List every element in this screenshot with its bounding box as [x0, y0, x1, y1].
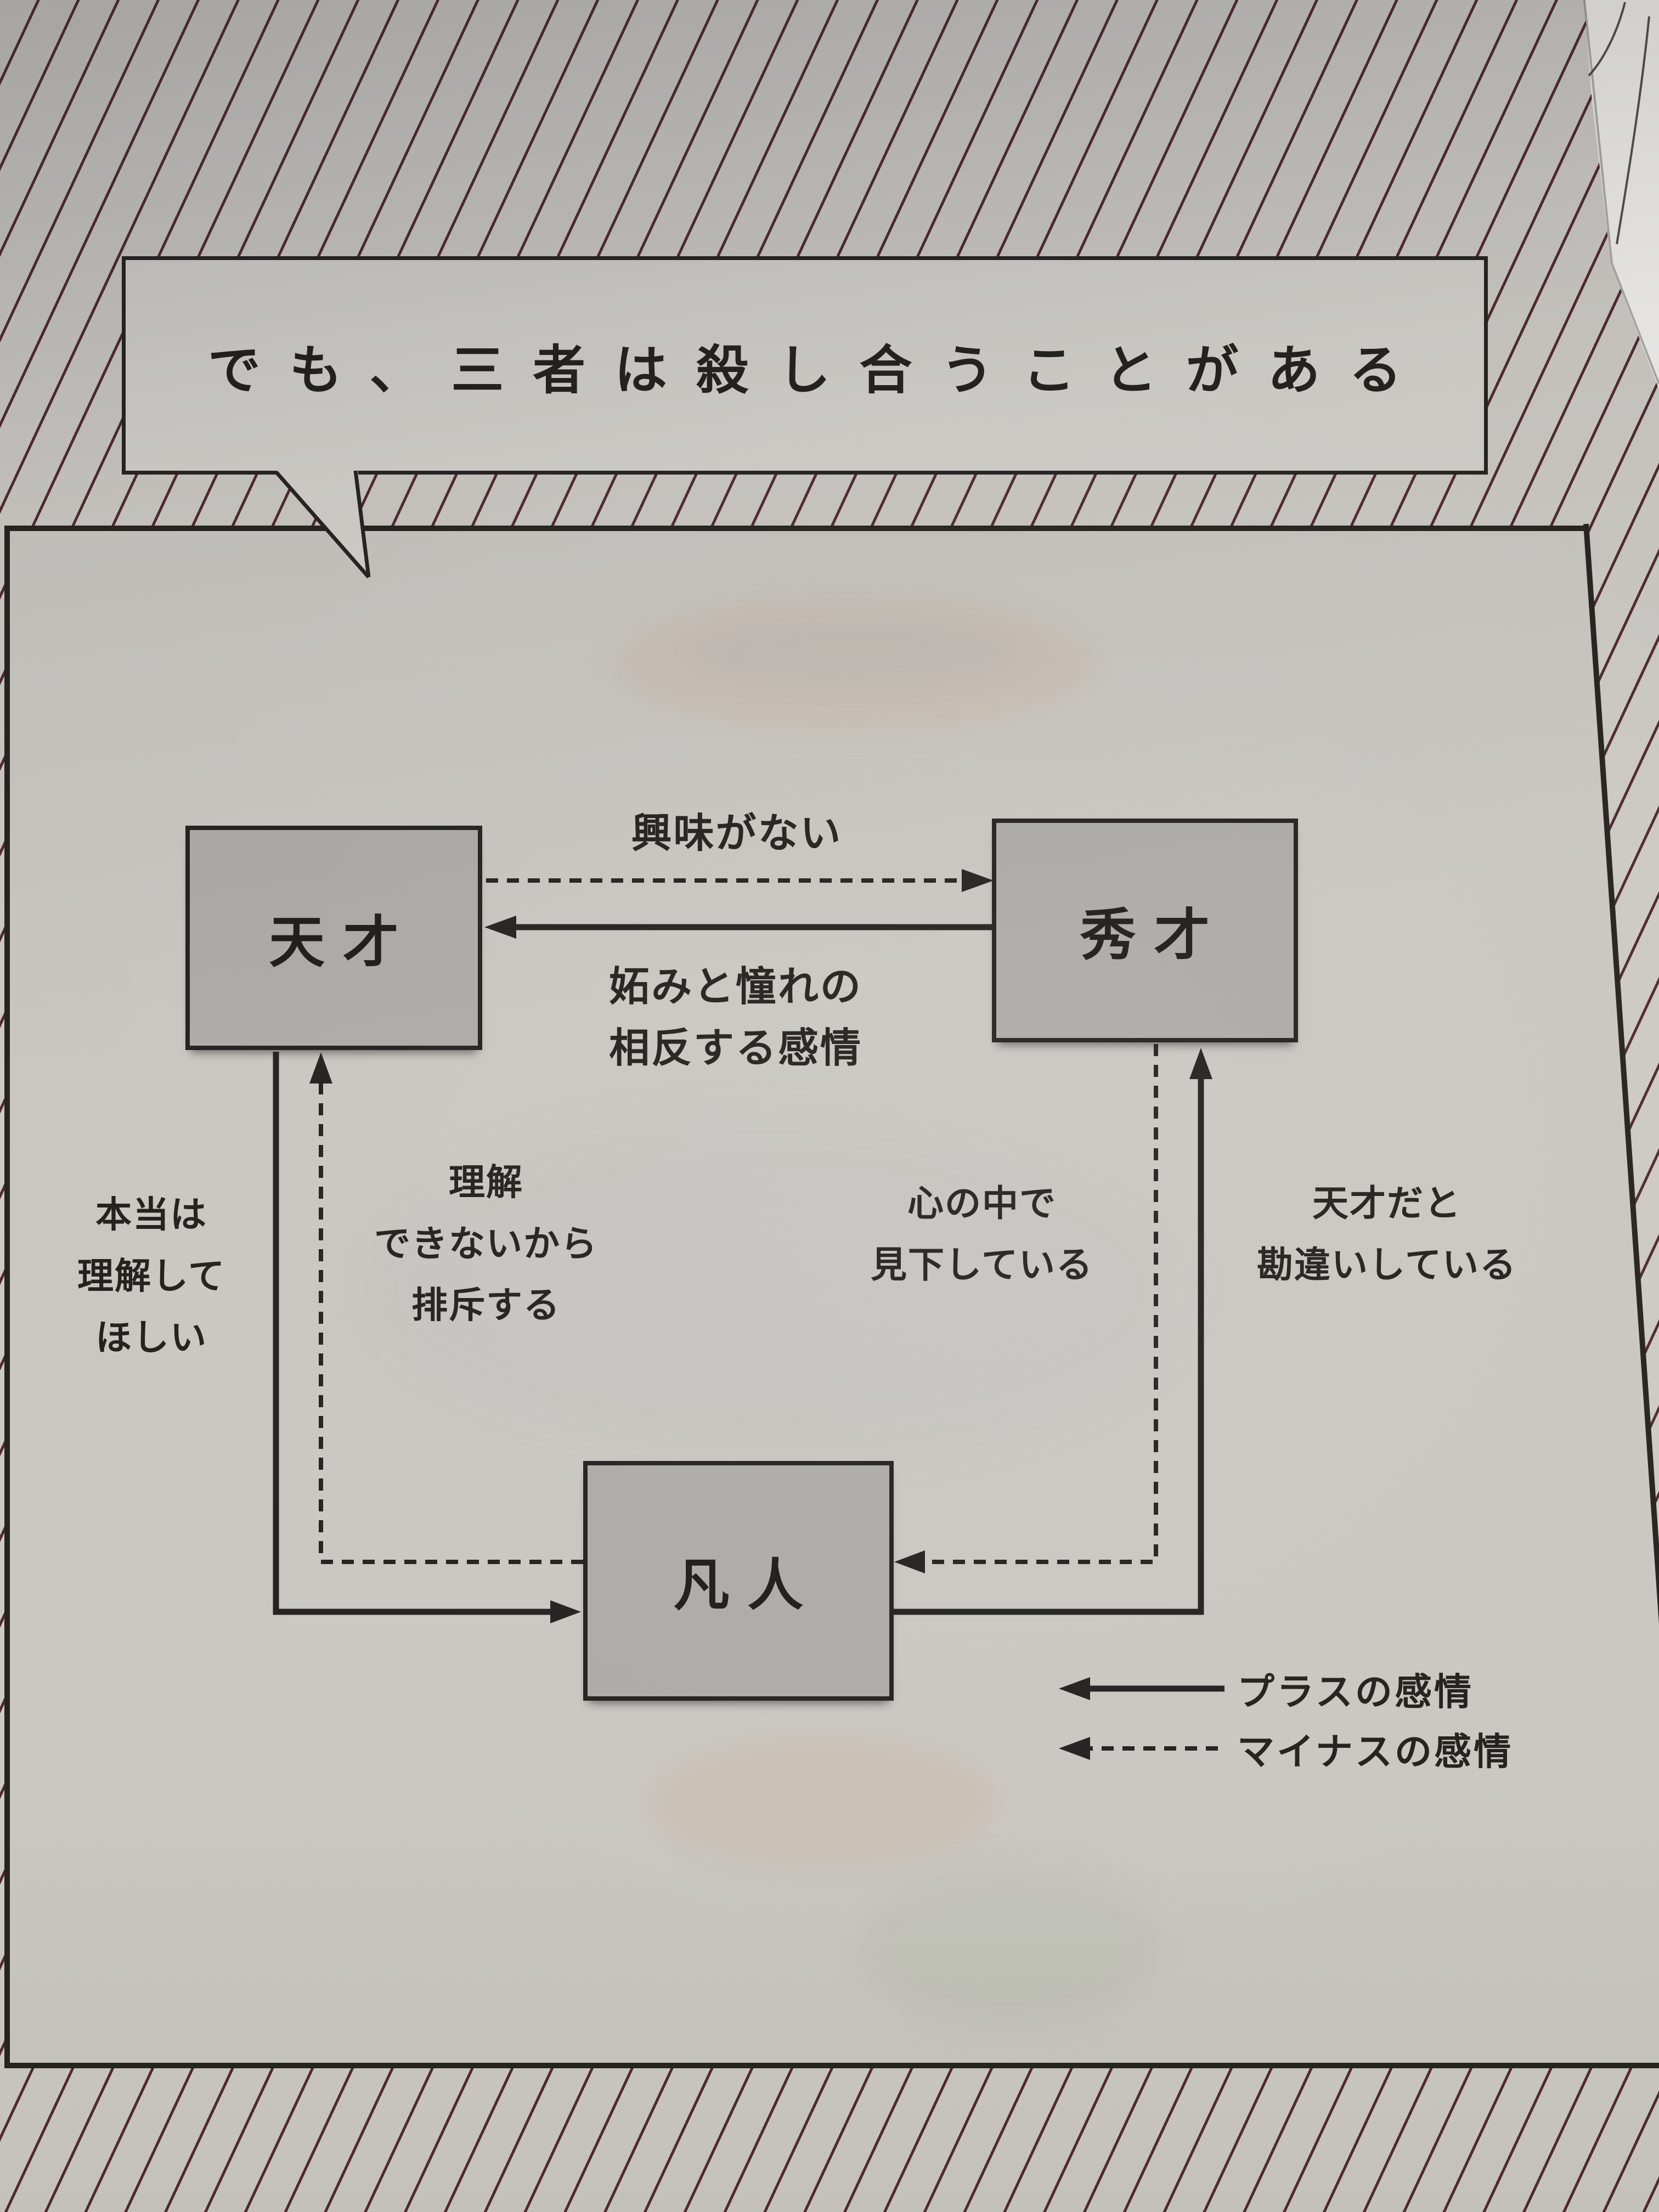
node-prodigy: 秀才: [992, 819, 1298, 1042]
arrow-genius-to-prodigy-negative: [486, 869, 994, 892]
legend-positive-arrow: [1059, 1677, 1224, 1700]
arrow-genius-to-ordinary-positive: [273, 1052, 581, 1623]
arrow-prodigy-to-ordinary-negative: [894, 1044, 1158, 1573]
edge-label-prodigy-to-genius: 妬みと憧れの 相反する感情: [609, 963, 862, 1072]
arrowhead-up-icon: [309, 1052, 332, 1084]
node-genius-label: 天才: [269, 910, 417, 975]
edge-label-ordinary-to-prodigy: 天才だと 勘違いしている: [1257, 1182, 1517, 1286]
adjacent-page-artwork: [1583, 0, 1659, 385]
node-ordinary-label: 凡人: [673, 1553, 821, 1618]
edge-label-genius-to-ordinary: 本当は 理解して ほしい: [77, 1193, 225, 1359]
arrowhead-left-icon: [1059, 1677, 1090, 1700]
speech-bubble-text: でも、三者は殺し合うことがある: [207, 339, 1431, 401]
edge-label-genius-to-prodigy: 興味がない: [631, 809, 843, 857]
arrowhead-left-icon: [894, 1550, 925, 1573]
legend-negative-label: マイナスの感情: [1237, 1730, 1514, 1774]
arrow-prodigy-to-genius-positive: [484, 916, 993, 939]
node-genius: 天才: [185, 826, 482, 1050]
edge-label-prodigy-to-ordinary: 心の中で 見下している: [871, 1182, 1093, 1286]
edge-label-ordinary-to-genius: 理解 できないから 排斥する: [374, 1161, 598, 1327]
arrowhead-up-icon: [1189, 1048, 1212, 1079]
arrow-ordinary-to-prodigy-positive: [894, 1048, 1212, 1615]
arrowhead-left-icon: [484, 916, 516, 939]
speech-bubble-tail: [274, 469, 371, 579]
node-ordinary: 凡人: [583, 1461, 894, 1701]
legend-negative-arrow: [1059, 1737, 1218, 1760]
node-prodigy-label: 秀才: [1080, 902, 1228, 968]
arrowhead-right-icon: [550, 1600, 581, 1623]
legend-positive-label: プラスの感情: [1237, 1671, 1474, 1714]
arrow-ordinary-to-genius-negative: [309, 1052, 583, 1564]
arrowhead-right-icon: [962, 869, 994, 892]
speech-bubble: でも、三者は殺し合うことがある: [122, 256, 1488, 475]
panel-right-border: [1583, 523, 1659, 1625]
diagram-panel: [4, 526, 1659, 2068]
arrowhead-left-icon: [1059, 1737, 1090, 1760]
